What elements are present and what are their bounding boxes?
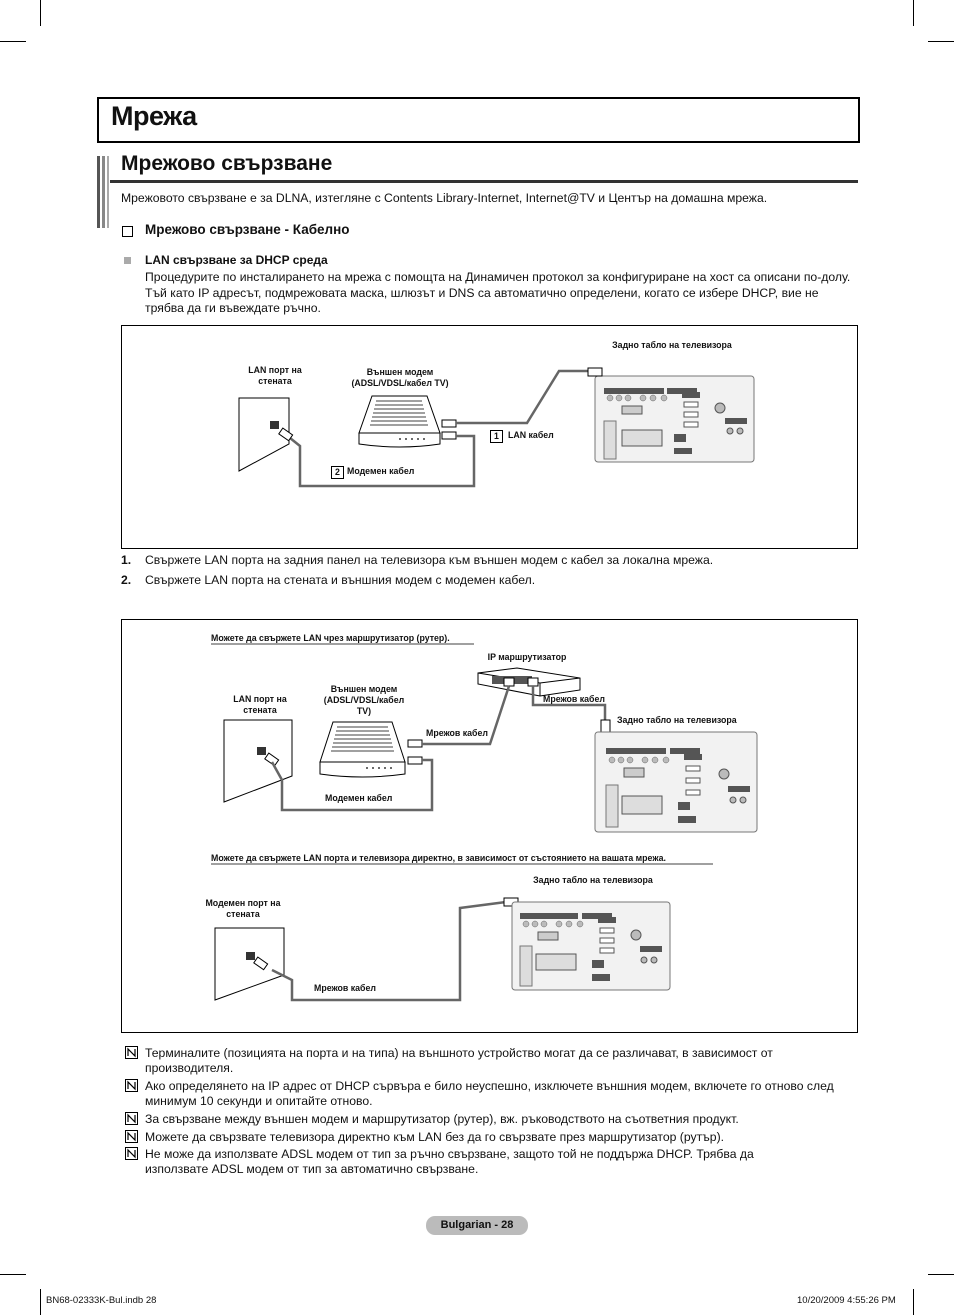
print-timestamp: 10/20/2009 4:55:26 PM (797, 1295, 896, 1306)
section-bar (97, 156, 109, 228)
network-cable-label: Мрежов кабел (543, 694, 605, 704)
note-icon (125, 1130, 138, 1143)
direct-caption: Можете да свържете LAN порта и телевизор… (211, 853, 666, 863)
diagram-lines (238, 367, 755, 488)
note-text: Ако определянето на IP адрес от DHCP сър… (145, 1079, 834, 1108)
modem-icon (319, 721, 406, 778)
tv-panel-label: Задно табло на телевизора (617, 715, 737, 725)
section-rule (110, 180, 858, 183)
file-name: BN68-02333K-Bul.indb 28 (46, 1295, 157, 1306)
tv-back-panel-icon (587, 367, 755, 463)
crop-mark (913, 0, 914, 26)
diagram-router: Можете да свържете LAN чрез маршрутизато… (121, 619, 858, 1033)
modem-cable-label: Модемен кабел (347, 466, 415, 476)
page-number-badge: Bulgarian - 28 (426, 1216, 528, 1235)
tv-panel-label: Задно табло на телевизора (533, 875, 653, 885)
crop-mark (0, 41, 26, 42)
crop-mark (928, 1274, 954, 1275)
router-label: IP маршрутизатор (487, 652, 567, 662)
bullet-line: Тъй като IP адресът, подмрежовата маска,… (145, 286, 819, 300)
bullet-line: трябва да ги въвеждате ръчно. (145, 301, 321, 315)
subsection-title: Мрежово свързване - Кабелно (145, 222, 350, 237)
modem-label: Външен модем(ADSL/VDSL/кабел TV) (351, 367, 449, 388)
page-title: Мрежа (111, 101, 197, 131)
note-icon (125, 1079, 138, 1092)
checkbox-icon (122, 226, 133, 237)
bullet-line: Процедурите по инсталирането на мрежа с … (145, 270, 851, 284)
cable-number: 2 (331, 466, 344, 479)
page-title-box: Мрежа (97, 97, 860, 143)
network-cable-label: Мрежов кабел (426, 728, 488, 738)
network-cable-label: Мрежов кабел (314, 983, 376, 993)
crop-mark (40, 0, 41, 26)
note-text: Терминалите (позицията на порта и на тип… (145, 1046, 773, 1075)
tv-back-panel-icon (511, 901, 671, 991)
cable-number: 1 (490, 430, 503, 443)
note-icon (125, 1112, 138, 1125)
modem-icon (358, 395, 441, 448)
lan-cable-label: LAN кабел (508, 430, 554, 440)
bullet-title: LAN свързване за DHCP среда (145, 253, 328, 267)
step-text: Свържете LAN порта на стената и външния … (145, 573, 536, 587)
modem-cable-label: Модемен кабел (325, 793, 393, 803)
diagram-lines (211, 643, 758, 1002)
tv-panel-label: Задно табло на телевизора (612, 340, 732, 350)
tv-back-panel-icon (594, 731, 758, 833)
intro-text: Мрежовото свързване е за DLNA, изтегляне… (121, 191, 768, 205)
note-text: За свързване между външен модем и маршру… (145, 1112, 739, 1126)
bullet-square-icon (124, 257, 131, 264)
note-icon (125, 1147, 138, 1160)
crop-mark (40, 1289, 41, 1315)
crop-mark (913, 1289, 914, 1315)
step-text: Свържете LAN порта на задния панел на те… (145, 553, 714, 567)
step-number: 2. (121, 573, 132, 587)
note-text: Не може да използвате ADSL модем от тип … (145, 1147, 754, 1176)
note-text: Можете да свързвате телевизора директно … (145, 1130, 725, 1144)
crop-mark (0, 1274, 26, 1275)
section-title: Мрежово свързване (121, 152, 333, 175)
router-caption: Можете да свържете LAN чрез маршрутизато… (211, 633, 450, 643)
step-number: 1. (121, 553, 132, 567)
note-icon (125, 1046, 138, 1059)
crop-mark (928, 41, 954, 42)
